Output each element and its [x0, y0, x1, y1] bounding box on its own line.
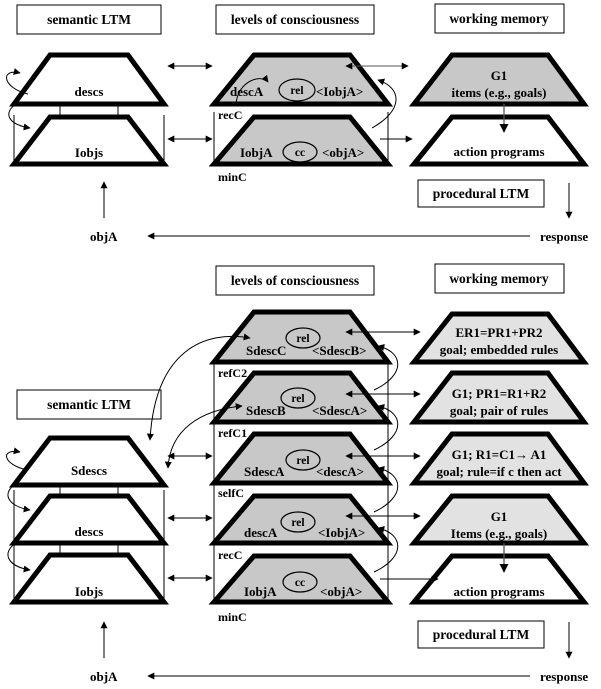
bottom-level-recC-oval: [280, 511, 316, 533]
top-level-recC-oval-label: rel: [290, 85, 303, 97]
top-level-recC-oval: [278, 78, 316, 102]
top-level-minC-left: IobjA: [240, 145, 273, 160]
bottom-ltm-label-iobjs: Iobjs: [75, 584, 103, 599]
bottom-wm-embedded-line2: goal; embedded rules: [440, 342, 558, 357]
bottom-level-refC2-oval: [285, 327, 321, 349]
bottom-wm-pair-line2: goal; pair of rules: [450, 403, 548, 418]
bottom-level-selfC-oval-label: rel: [296, 455, 309, 467]
bottom-level-minC-oval: [282, 571, 318, 593]
top-panel: semantic LTM levels of consciousness wor…: [6, 3, 590, 244]
bottom-wm-level-pair: [408, 370, 589, 425]
top-ltm-level-descs: [9, 52, 169, 107]
bottom-wm-rule-line1: G1; R1=C1→ A1: [452, 447, 547, 462]
top-ltm-label-iobjs: Iobjs: [75, 145, 103, 160]
bottom-level-recC-oval-label: rel: [291, 517, 304, 529]
bottom-level-selfC-left: SdescA: [244, 464, 285, 479]
bottom-level-minC-oval-label: cc: [295, 577, 305, 589]
bottom-ltm-level-descs: [8, 493, 170, 546]
bottom-level-recC: [208, 493, 394, 546]
top-output-response: response: [540, 229, 588, 244]
top-level-recC-left: descA: [230, 84, 264, 99]
top-levels-title: levels of consciousness: [231, 12, 359, 27]
bottom-level-minC: [208, 553, 394, 605]
bottom-level-recC-tag: recC: [218, 548, 242, 562]
top-level-minC-tag: minC: [218, 170, 247, 184]
bottom-working-memory-title: working memory: [449, 271, 549, 286]
bottom-wm-items-line2: Items (e.g., goals): [451, 526, 547, 541]
top-level-minC-right: <objA>: [322, 145, 364, 160]
bottom-wm-embedded-line1: ER1=PR1+PR2: [455, 325, 542, 340]
bottom-wm-level-embedded: [408, 311, 589, 365]
bottom-level-refC1-right: <SdescA>: [312, 403, 367, 418]
top-level-minC: [208, 114, 394, 167]
top-level-recC-right: <IobjA>: [316, 84, 363, 99]
bottom-wm-action-label: action programs: [453, 584, 544, 599]
bottom-wm-rule-line2: goal; rule=if c then act: [436, 464, 562, 479]
bottom-wm-items-line1: G1: [491, 509, 508, 524]
bottom-level-refC2-tag: refC2: [218, 366, 247, 380]
top-ltm-label-descs: descs: [75, 84, 104, 99]
bottom-ltm-level-sdescs: [8, 435, 170, 488]
bottom-level-minC-left: IobjA: [244, 584, 277, 599]
top-wm-items-line2: items (e.g., goals): [452, 85, 547, 100]
bottom-level-selfC-oval: [285, 449, 321, 471]
bottom-level-minC-right: <objA>: [320, 584, 362, 599]
top-semantic-ltm-title: semantic LTM: [47, 12, 131, 27]
top-wm-items-line1: G1: [491, 68, 508, 83]
bottom-level-refC1-oval-label: rel: [291, 393, 304, 405]
bottom-level-refC2: [208, 309, 394, 365]
top-working-memory-title: working memory: [449, 11, 549, 26]
bottom-wm-level-items: [408, 493, 590, 546]
top-ltm-level-iobjs: [8, 114, 170, 167]
bottom-output-response: response: [540, 669, 588, 684]
top-level-minC-oval-label: cc: [295, 147, 305, 159]
bottom-wm-pair-line1: G1; PR1=R1+R2: [452, 386, 547, 401]
bottom-level-refC2-right: <SdescB>: [312, 343, 367, 358]
bottom-level-refC1-left: SdescB: [246, 403, 286, 418]
top-procedural-ltm-title: procedural LTM: [433, 186, 530, 201]
bottom-level-selfC-right: <descA>: [316, 464, 364, 479]
top-wm-level-action: [408, 114, 590, 167]
bottom-wm-level-action: [408, 553, 590, 605]
bottom-level-minC-tag: minC: [218, 610, 247, 624]
top-input-objA: objA: [90, 229, 118, 244]
top-wm-level-items: [408, 52, 589, 107]
bottom-ltm-level-iobjs: [8, 552, 170, 605]
bottom-levels-title: levels of consciousness: [231, 273, 359, 288]
bottom-level-recC-left: descA: [244, 525, 278, 540]
bottom-level-refC2-oval-label: rel: [296, 333, 309, 345]
bottom-input-objA: objA: [90, 669, 118, 684]
bottom-level-refC1-oval: [280, 387, 316, 409]
bottom-semantic-ltm-title: semantic LTM: [47, 397, 131, 412]
bottom-level-refC1-tag: refC1: [218, 426, 247, 440]
bottom-level-recC-right: <IobjA>: [318, 525, 365, 540]
bottom-ltm-label-sdescs: Sdescs: [71, 463, 107, 478]
bottom-level-refC2-left: SdescC: [246, 343, 286, 358]
bottom-wm-level-rule: [408, 431, 589, 486]
bottom-level-selfC-tag: selfC: [218, 486, 244, 500]
bottom-panel: levels of consciousness working memory s…: [6, 263, 590, 684]
top-level-minC-oval: [282, 141, 318, 163]
bottom-ltm-label-descs: descs: [75, 524, 104, 539]
top-level-recC-tag: recC: [218, 108, 242, 122]
bottom-procedural-ltm-title: procedural LTM: [433, 627, 530, 642]
top-wm-action-label: action programs: [453, 144, 544, 159]
